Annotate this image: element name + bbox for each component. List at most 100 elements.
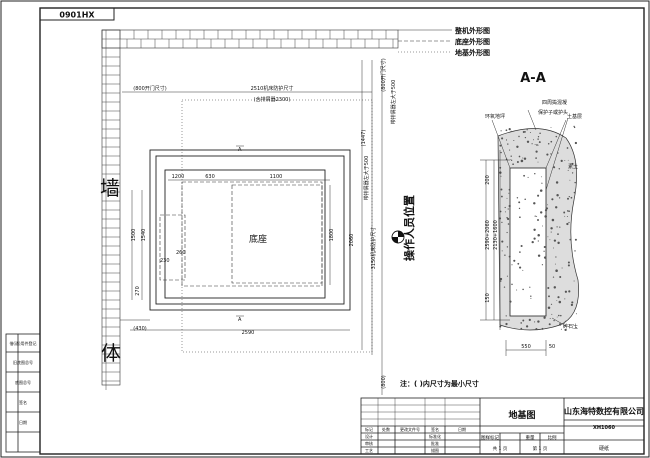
gravel-dot xyxy=(567,169,569,171)
sec-dim-550: 550 xyxy=(521,344,531,350)
gravel-dot xyxy=(547,306,551,310)
gravel-dot xyxy=(511,283,513,286)
label-concrete: 四周捣混凝 xyxy=(542,99,567,106)
inner-frame xyxy=(39,7,645,455)
sec-dim-2130: 2130+1600 xyxy=(493,220,499,250)
gravel-dot xyxy=(553,247,555,249)
note: 注：( )内尺寸为最小尺寸 xyxy=(400,379,479,388)
gravel-dot xyxy=(533,237,536,240)
left-register-block xyxy=(5,333,41,453)
gravel-dot xyxy=(499,171,502,174)
tb-ratio: 比例 xyxy=(548,434,557,441)
gravel-dot xyxy=(519,251,521,253)
gravel-dot xyxy=(506,231,508,234)
gravel-dot xyxy=(526,140,530,143)
gravel-dot xyxy=(547,236,549,238)
gravel-dot xyxy=(555,181,559,184)
gravel-dot xyxy=(499,277,503,281)
dim-guard-outer: 2510机床防护尺寸 xyxy=(251,85,294,92)
label-plain-soil: 素土 xyxy=(568,163,578,170)
tb-design: 设计 xyxy=(365,433,373,439)
gravel-dot xyxy=(566,147,569,149)
dim-630: 630 xyxy=(205,174,215,180)
gravel-dot xyxy=(566,210,569,212)
gravel-dot xyxy=(535,157,537,159)
title-block-grid xyxy=(360,397,645,455)
sec-dim-200: 200 xyxy=(485,175,491,185)
code-box xyxy=(39,7,115,21)
gravel-dot xyxy=(564,290,568,293)
gravel-dot xyxy=(516,145,519,148)
tb-process: 工艺 xyxy=(365,448,373,453)
gravel-dot xyxy=(507,217,510,221)
gravel-dot xyxy=(555,135,558,138)
gravel-dot xyxy=(504,211,506,213)
gravel-dot xyxy=(499,280,502,282)
gravel-dot xyxy=(499,144,502,147)
gravel-dot xyxy=(516,160,519,164)
gravel-dot xyxy=(570,196,573,199)
gravel-dot xyxy=(553,286,557,289)
gravel-dot xyxy=(516,197,519,199)
gravel-dot xyxy=(566,216,568,217)
mark-a-top: A xyxy=(238,147,242,153)
gravel-dot xyxy=(547,286,550,290)
gravel-dot xyxy=(522,269,524,271)
gravel-dot xyxy=(505,139,508,141)
gravel-dot xyxy=(500,188,503,191)
tb-check: 审核 xyxy=(365,440,373,446)
gravel-dot xyxy=(550,153,552,155)
gravel-dot xyxy=(518,155,521,158)
gravel-dot xyxy=(522,157,524,159)
gravel-dot xyxy=(533,139,534,141)
gravel-dot xyxy=(519,216,521,219)
gravel-dot xyxy=(557,241,560,245)
tb-sign1: 标记 xyxy=(365,426,373,432)
gravel-dot xyxy=(522,319,525,322)
gravel-dot xyxy=(537,161,539,163)
gravel-dot xyxy=(556,193,559,197)
gravel-dot xyxy=(500,130,502,132)
operator-position: 操作人员位置 xyxy=(402,195,416,261)
gravel-dot xyxy=(520,327,523,330)
sec-dim-50: 50 xyxy=(549,344,555,350)
gravel-dot xyxy=(540,176,542,178)
gravel-dot xyxy=(568,210,570,213)
gravel-dot xyxy=(574,181,576,184)
base-outline xyxy=(159,181,323,287)
gravel-dot xyxy=(552,276,555,278)
gravel-dot xyxy=(558,314,560,317)
gravel-dot xyxy=(535,150,538,153)
legend-machine: 整机外形图 xyxy=(454,26,490,35)
gravel-dot xyxy=(508,192,510,194)
gravel-dot xyxy=(564,298,566,300)
gravel-dot xyxy=(550,127,552,129)
dim-260: 260 xyxy=(176,250,186,256)
gravel-dot xyxy=(530,295,532,297)
gravel-dot xyxy=(550,227,553,230)
gravel-dot xyxy=(536,144,538,146)
gravel-dot xyxy=(516,289,518,291)
dim-1540: 1540 xyxy=(141,229,147,242)
gravel-dot xyxy=(547,142,550,145)
gravel-dot xyxy=(560,328,562,330)
tb-std: 标准化 xyxy=(429,433,441,439)
left-r5: 日期 xyxy=(19,419,27,425)
gravel-dot xyxy=(546,153,549,156)
gravel-dot xyxy=(553,166,556,169)
paper-type: 硬纸 xyxy=(599,445,609,452)
gravel-dot xyxy=(545,207,549,210)
gravel-dot xyxy=(574,238,577,241)
left-r3: 底图总号 xyxy=(15,379,31,385)
gravel-dot xyxy=(555,256,557,258)
gravel-dot xyxy=(558,300,562,304)
gravel-dot xyxy=(557,233,559,235)
gravel-dot xyxy=(560,314,562,317)
gravel-dot xyxy=(569,179,571,181)
gravel-dot xyxy=(538,141,541,144)
dim-1500: 1500 xyxy=(131,229,137,242)
gravel-dot xyxy=(537,136,540,138)
gravel-dot xyxy=(533,202,536,205)
gravel-dot xyxy=(551,313,553,315)
gravel-dot xyxy=(547,204,549,206)
